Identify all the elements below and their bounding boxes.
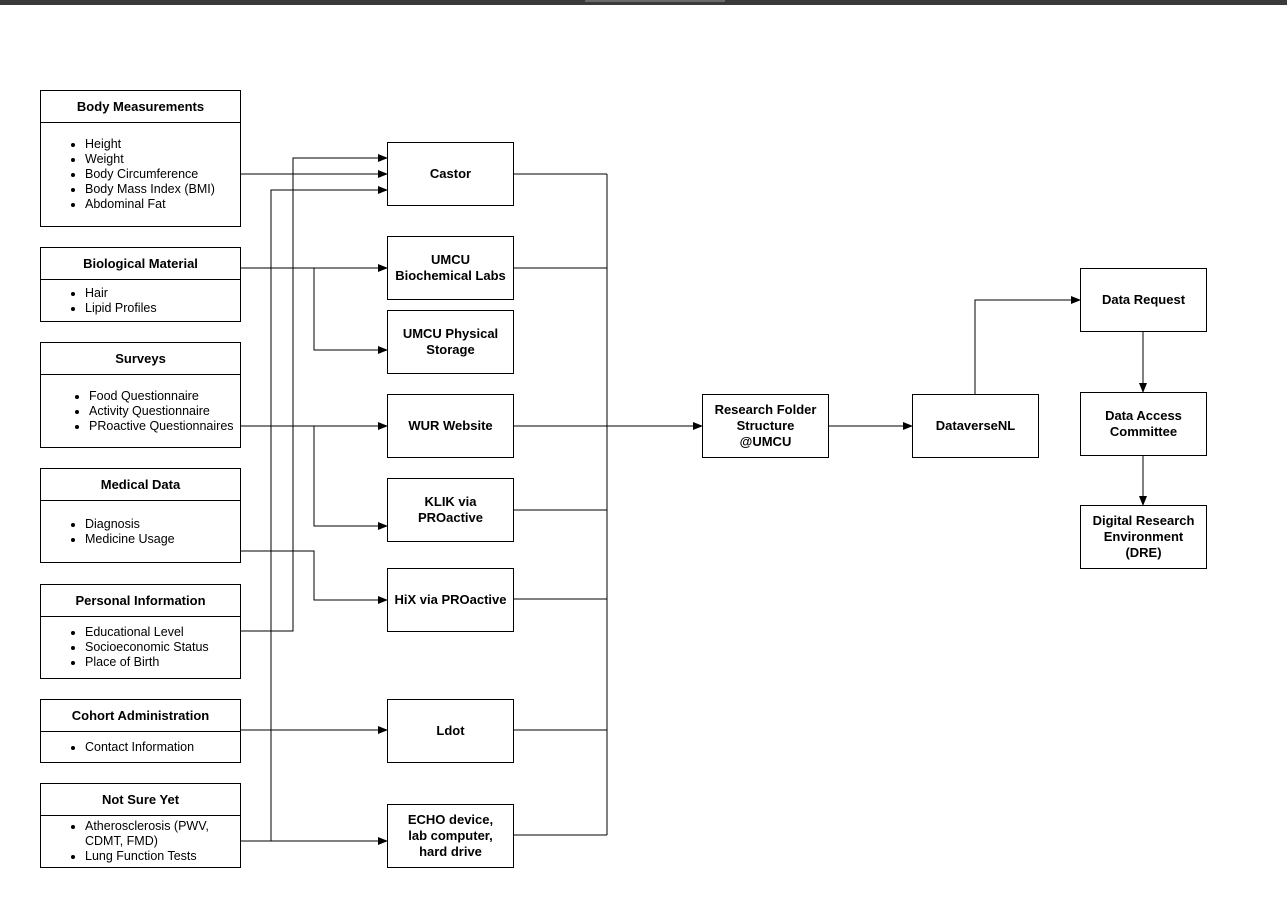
source-list: Hair Lipid Profiles — [41, 280, 240, 321]
source-list: Height Weight Body Circumference Body Ma… — [41, 123, 240, 226]
list-item: Hair — [85, 286, 240, 301]
node-data-access-committee: Data Access Committee — [1080, 392, 1207, 456]
edge-dataverse-request — [974, 296, 1081, 394]
list-item: Educational Level — [85, 625, 240, 640]
node-umcu-biochemical-labs: UMCU Biochemical Labs — [387, 236, 514, 300]
list-item: Medicine Usage — [85, 532, 240, 547]
list-item: PRoactive Questionnaires — [89, 419, 240, 434]
source-title: Body Measurements — [41, 91, 240, 123]
window-top-bar — [0, 0, 1287, 5]
edge-surveys-klik — [313, 426, 388, 530]
source-body-measurements: Body Measurements Height Weight Body Cir… — [40, 90, 241, 227]
source-title: Biological Material — [41, 248, 240, 280]
list-item: Lung Function Tests — [85, 849, 240, 864]
source-title: Cohort Administration — [41, 700, 240, 732]
source-list: Educational Level Socioeconomic Status P… — [41, 617, 240, 678]
list-item: Atherosclerosis (PWV, CDMT, FMD) — [85, 819, 240, 849]
node-digital-research-environment: Digital Research Environment (DRE) — [1080, 505, 1207, 569]
node-hix-via-proactive: HiX via PROactive — [387, 568, 514, 632]
source-title: Medical Data — [41, 469, 240, 501]
node-castor: Castor — [387, 142, 514, 206]
list-item: Contact Information — [85, 740, 240, 755]
list-item: Body Mass Index (BMI) — [85, 182, 240, 197]
source-list: Food Questionnaire Activity Questionnair… — [41, 375, 240, 447]
node-echo-device: ECHO device, lab computer, hard drive — [387, 804, 514, 868]
list-item: Weight — [85, 152, 240, 167]
source-surveys: Surveys Food Questionnaire Activity Ques… — [40, 342, 241, 448]
list-item: Food Questionnaire — [89, 389, 240, 404]
list-item: Lipid Profiles — [85, 301, 240, 316]
source-medical-data: Medical Data Diagnosis Medicine Usage — [40, 468, 241, 563]
node-klik-via-proactive: KLIK via PROactive — [387, 478, 514, 542]
edge-bio-storage — [313, 268, 388, 354]
source-title: Not Sure Yet — [41, 784, 240, 816]
source-not-sure-yet: Not Sure Yet Atherosclerosis (PWV, CDMT,… — [40, 783, 241, 868]
source-list: Atherosclerosis (PWV, CDMT, FMD) Lung Fu… — [41, 816, 240, 867]
edge-medical-hix — [240, 550, 388, 604]
source-list: Contact Information — [41, 732, 240, 762]
list-item: Body Circumference — [85, 167, 240, 182]
source-biological-material: Biological Material Hair Lipid Profiles — [40, 247, 241, 322]
list-item: Activity Questionnaire — [89, 404, 240, 419]
list-item: Place of Birth — [85, 655, 240, 670]
source-title: Surveys — [41, 343, 240, 375]
node-wur-website: WUR Website — [387, 394, 514, 458]
node-dataversenl: DataverseNL — [912, 394, 1039, 458]
node-umcu-physical-storage: UMCU Physical Storage — [387, 310, 514, 374]
node-research-folder: Research Folder Structure @UMCU — [702, 394, 829, 458]
list-item: Socioeconomic Status — [85, 640, 240, 655]
source-title: Personal Information — [41, 585, 240, 617]
source-list: Diagnosis Medicine Usage — [41, 501, 240, 562]
scroll-thumb[interactable] — [585, 0, 725, 2]
edge-personal-castor — [240, 154, 388, 632]
list-item: Abdominal Fat — [85, 197, 240, 212]
list-item: Diagnosis — [85, 517, 240, 532]
source-personal-information: Personal Information Educational Level S… — [40, 584, 241, 679]
node-ldot: Ldot — [387, 699, 514, 763]
list-item: Height — [85, 137, 240, 152]
source-cohort-administration: Cohort Administration Contact Informatio… — [40, 699, 241, 763]
edge-notsure-castor — [240, 186, 388, 842]
node-data-request: Data Request — [1080, 268, 1207, 332]
